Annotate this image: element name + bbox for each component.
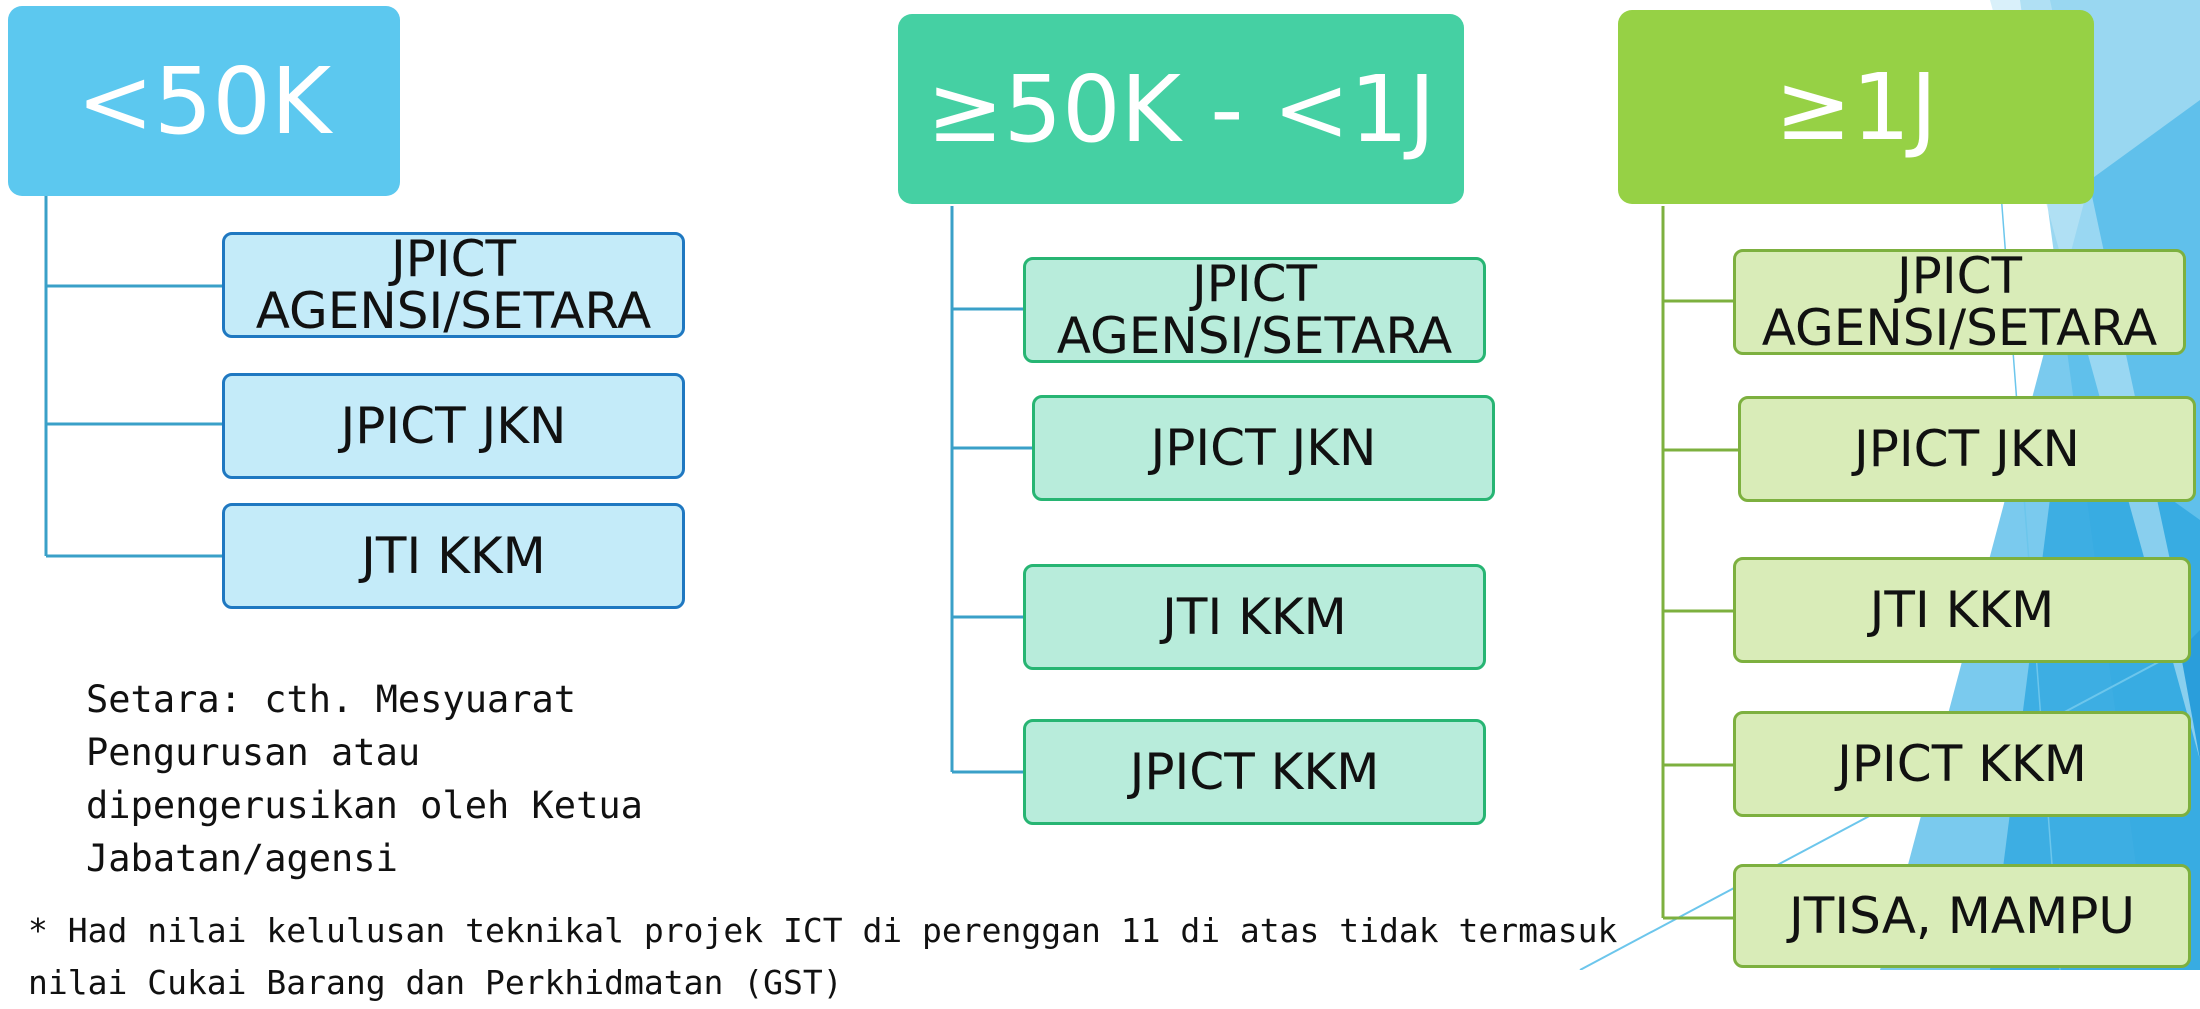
header-over-1j: ≥1J: [1618, 10, 2094, 204]
connector-lines-col1: [44, 196, 1739, 920]
box-jti-kkm: JTI KKM: [222, 503, 685, 609]
box-jpict-jkn: JPICT JKN: [1032, 395, 1495, 501]
box-jpict-kkm: JPICT KKM: [1733, 711, 2191, 817]
box-jpict-jkn: JPICT JKN: [222, 373, 685, 479]
header-under-50k: <50K: [8, 6, 400, 196]
box-jpict-jkn: JPICT JKN: [1738, 396, 2196, 502]
setara-note: Setara: cth. Mesyuarat Pengurusan atau d…: [86, 678, 643, 880]
box-jti-kkm: JTI KKM: [1733, 557, 2191, 663]
box-jti-kkm: JTI KKM: [1023, 564, 1486, 670]
box-jpict-kkm: JPICT KKM: [1023, 719, 1486, 825]
header-50k-to-1j: ≥50K - <1J: [898, 14, 1464, 204]
box-jtisa-mampu: JTISA, MAMPU: [1733, 864, 2191, 968]
footnote: * Had nilai kelulusan teknikal projek IC…: [28, 911, 1618, 1002]
